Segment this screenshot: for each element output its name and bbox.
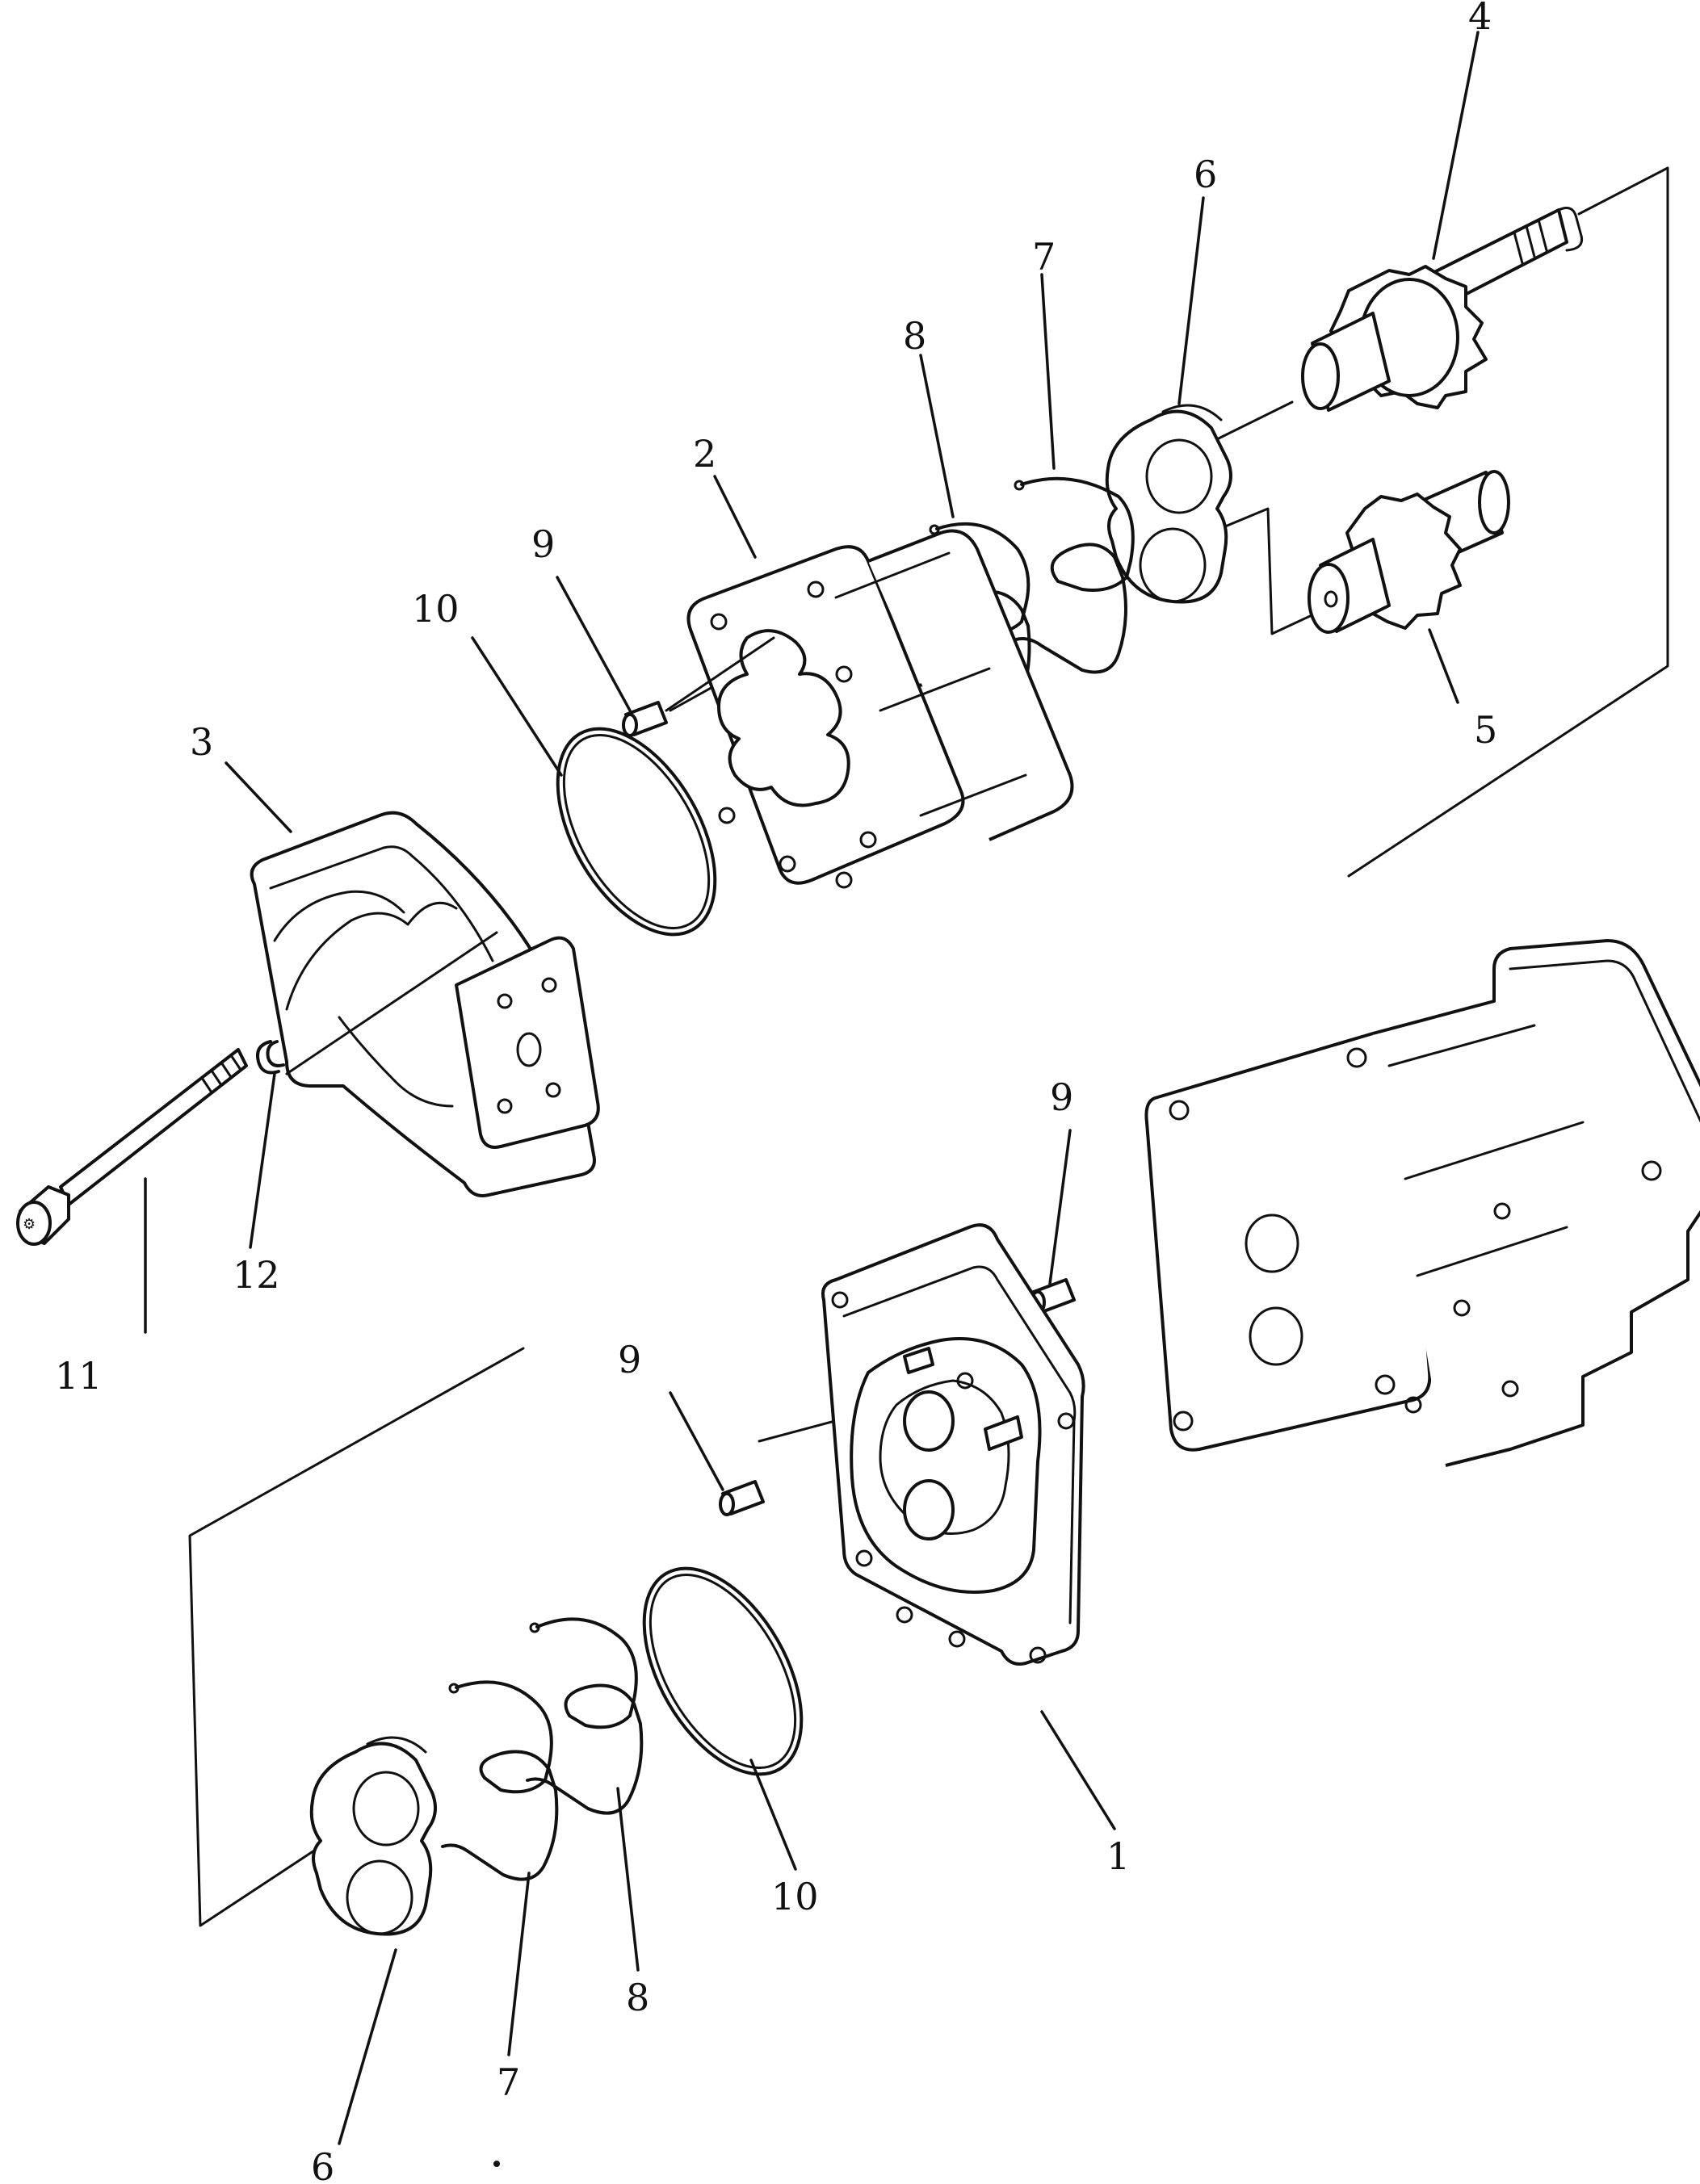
front-cover (821, 1223, 1085, 1666)
bolt: ⚙ (16, 1048, 248, 1246)
callout-4: 4 (1468, 0, 1492, 38)
bushing-plate-lower (309, 1736, 437, 1936)
callout-8: 8 (626, 1976, 649, 2019)
callout-6: 6 (1194, 153, 1217, 196)
end-cover (250, 811, 600, 1197)
stray-dot (493, 2161, 500, 2167)
callout-11: 11 (55, 1354, 103, 1398)
callout-7: 7 (1032, 235, 1056, 279)
callout-9: 9 (618, 1338, 641, 1381)
bolt-head-marking: ⚙ (23, 1216, 36, 1233)
o-ring-lower (642, 1566, 804, 1776)
callout-10: 10 (771, 1875, 819, 1918)
spring-wire-upper (1008, 476, 1135, 674)
callout-1: 1 (1106, 1834, 1130, 1878)
o-ring-upper (556, 727, 717, 937)
callout-12: 12 (233, 1253, 280, 1297)
dowel-pin-lower (719, 1480, 765, 1516)
spring-wire-lower-b (526, 1617, 644, 1815)
callout-9: 9 (1050, 1075, 1073, 1119)
callout-10: 10 (412, 587, 460, 631)
leader-lines (144, 31, 1480, 2145)
callout-9: 9 (531, 522, 555, 566)
gear-housing-body (686, 529, 1074, 889)
callout-2: 2 (693, 432, 716, 476)
main-pump-housing (1144, 939, 1700, 1467)
driven-gear (1308, 470, 1510, 634)
callout-6: 6 (311, 2145, 334, 2184)
callout-numbers: 4 6 7 8 2 9 10 3 5 9 12 11 9 1 10 8 7 6 (55, 0, 1497, 2184)
bushing-plate-upper (1105, 404, 1232, 604)
callout-3: 3 (190, 720, 213, 764)
drive-gear-shaft (1301, 207, 1584, 412)
callout-8: 8 (903, 314, 926, 358)
callout-5: 5 (1474, 708, 1497, 752)
dowel-pin-upper (622, 636, 775, 737)
callout-7: 7 (497, 2060, 520, 2104)
washer (256, 1040, 285, 1075)
spring-wire-lower-a (441, 1680, 559, 1881)
